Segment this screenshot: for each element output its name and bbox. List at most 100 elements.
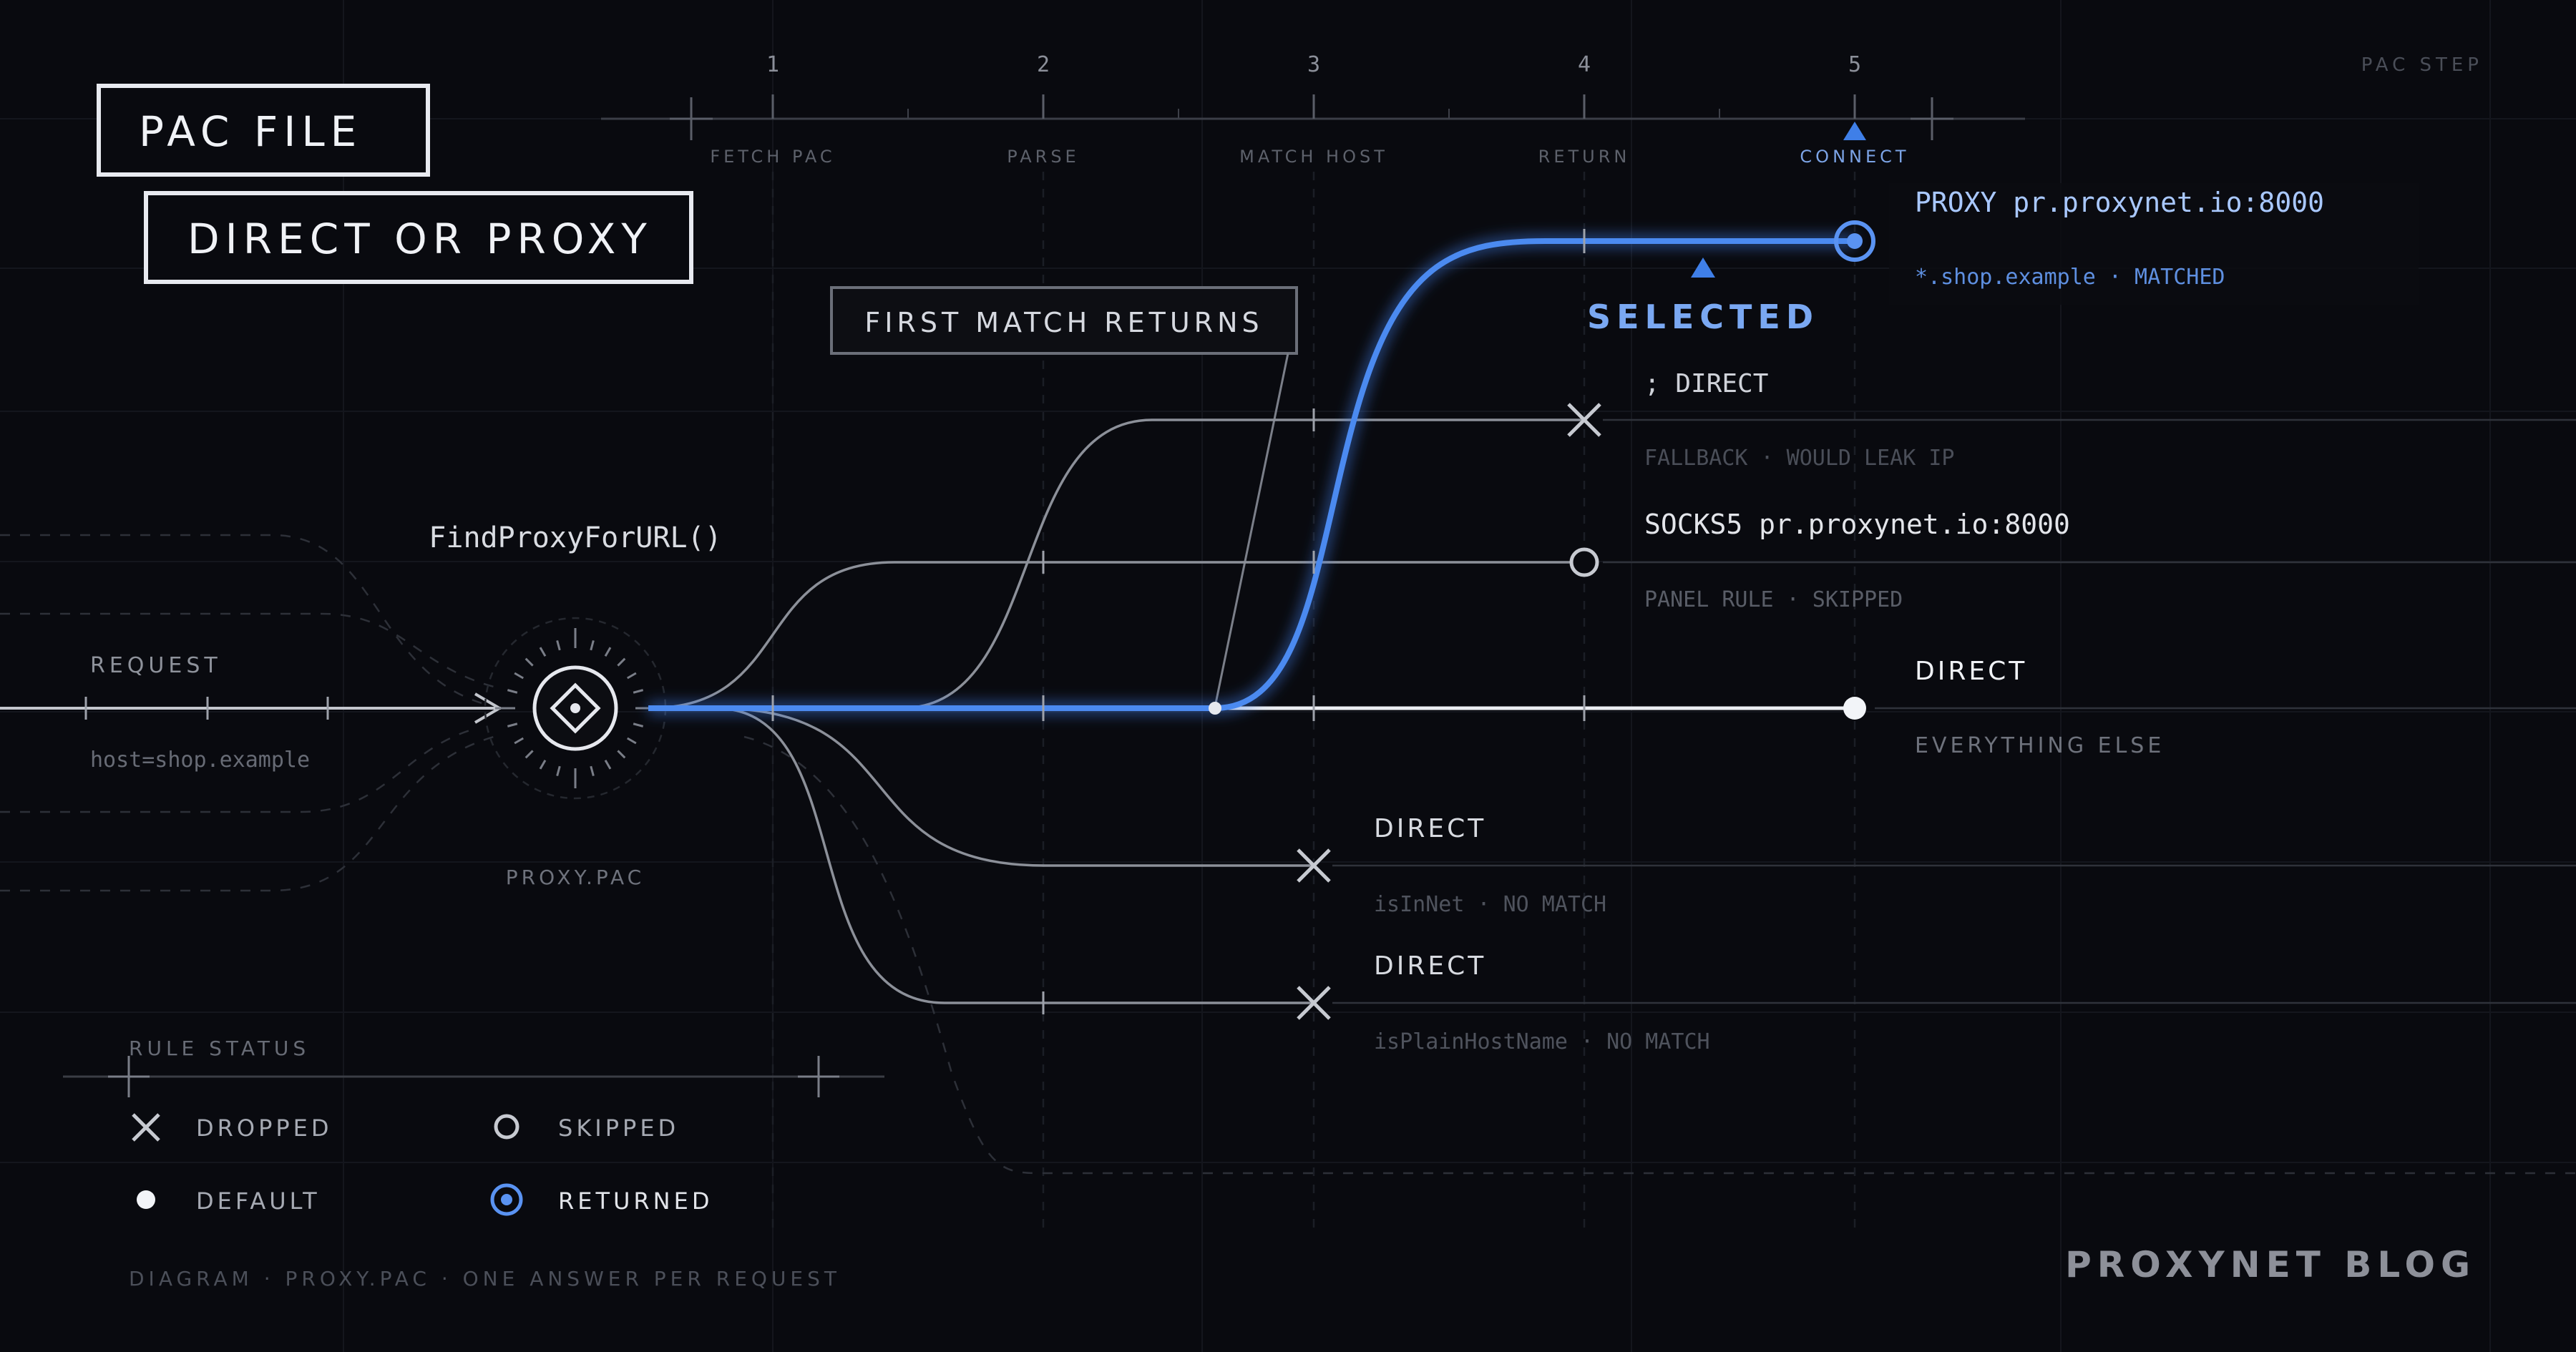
node-tick <box>539 647 547 657</box>
node-tick <box>525 750 534 759</box>
node-tick <box>525 657 534 667</box>
fallback-rule-sub: FALLBACK · WOULD LEAK IP <box>1644 446 1954 471</box>
endpoint-markers <box>1297 220 1875 1020</box>
proxy-rule-sub: *.shop.example · MATCHED <box>1915 265 2225 290</box>
proxy-label-panel <box>1889 183 2419 305</box>
fallback-rule-title: ; DIRECT <box>1644 369 1768 398</box>
step-number: 5 <box>1848 52 1861 77</box>
isinnet-rule-sub: isInNet · NO MATCH <box>1374 892 1606 917</box>
node-ticks <box>495 628 655 788</box>
plainhost-rule-sub: isPlainHostName · NO MATCH <box>1374 1029 1710 1054</box>
title-line-1: PAC FILE <box>139 107 362 156</box>
node-tick <box>556 765 561 777</box>
default-rule-sub: EVERYTHING ELSE <box>1915 733 2165 758</box>
legend-returned-icon <box>490 1183 523 1216</box>
proxy-returned-marker <box>1834 220 1875 262</box>
node-tick <box>539 759 547 770</box>
step-label-active: CONNECT <box>1800 147 1909 167</box>
dashed-contours <box>0 534 2576 1175</box>
selected-marker <box>1691 258 1715 278</box>
step-label: RETURN <box>1538 147 1631 167</box>
title-line-2: DIRECT OR PROXY <box>187 215 653 263</box>
step-number: 4 <box>1578 52 1591 77</box>
rule-branches <box>648 418 1584 1004</box>
node-tick <box>626 672 637 680</box>
node-tick <box>633 722 644 728</box>
socks-skipped-marker <box>1569 547 1599 577</box>
node-tick <box>590 765 595 777</box>
diamond-icon <box>550 682 601 734</box>
title-box-1 <box>97 84 430 177</box>
rule-labels: PROXY pr.proxynet.io:8000 *.shop.example… <box>1374 183 2419 1054</box>
request-host: host=shop.example <box>90 748 310 773</box>
node-tick <box>507 722 518 728</box>
legend-skipped-icon <box>494 1114 519 1140</box>
default-rule-title: DIRECT <box>1915 657 2027 686</box>
branch-plainhost <box>715 707 1314 1004</box>
title-block: PAC FILE DIRECT OR PROXY <box>97 84 693 284</box>
step-number: 1 <box>766 52 779 77</box>
axis-ticks <box>771 94 1856 119</box>
node-tick <box>633 689 644 694</box>
branch-socks <box>648 561 1584 710</box>
node-tick <box>626 737 637 745</box>
footer-caption: DIAGRAM · PROXY.PAC · ONE ANSWER PER REQ… <box>129 1267 841 1290</box>
node-tick <box>514 737 525 745</box>
node-tick <box>604 759 612 770</box>
pac-step-axis: 1 2 3 4 5 FETCH PAC PARSE MATCH HOST RET… <box>601 52 2483 167</box>
proxy-rule-title: PROXY pr.proxynet.io:8000 <box>1915 187 2324 218</box>
legend-plus-marks <box>108 1056 839 1097</box>
legend-dropped-label: DROPPED <box>196 1115 333 1142</box>
node-tick <box>604 647 612 657</box>
callout-box <box>830 286 1298 355</box>
node-center-dot <box>570 703 580 713</box>
isinnet-rule-title: DIRECT <box>1374 814 1486 843</box>
node-tick <box>556 640 561 651</box>
legend: RULE STATUS DROPPED SKIPPED DEFAULT RETU… <box>63 1037 884 1216</box>
node-tick <box>507 689 518 694</box>
axis-minor-ticks <box>907 109 1720 119</box>
step-label: PARSE <box>1007 147 1079 167</box>
selected-label: SELECTED <box>1587 298 1819 336</box>
node-tick <box>590 640 595 651</box>
callout-leader <box>1214 353 1289 707</box>
axis-plus-marks <box>670 97 1953 140</box>
legend-returned-label: RETURNED <box>558 1187 713 1215</box>
legend-default-icon <box>137 1190 155 1209</box>
request-label: REQUEST <box>90 653 222 678</box>
step-label: MATCH HOST <box>1239 147 1388 167</box>
function-label: FindProxyForURL() <box>429 521 721 554</box>
pac-file-node: FindProxyForURL() PROXY.PAC <box>429 521 721 889</box>
socks-rule-sub: PANEL RULE · SKIPPED <box>1644 587 1903 612</box>
axis-title: PAC STEP <box>2361 54 2483 76</box>
socks-rule-title: SOCKS5 pr.proxynet.io:8000 <box>1644 509 2070 540</box>
request-input: REQUEST host=shop.example <box>0 653 502 773</box>
node-tick <box>514 672 525 680</box>
selected-route <box>648 234 1855 715</box>
default-marker <box>1843 697 1866 720</box>
legend-dropped-icon <box>132 1113 160 1142</box>
callout-text: FIRST MATCH RETURNS <box>864 307 1263 338</box>
legend-title: RULE STATUS <box>129 1037 310 1060</box>
legend-default-label: DEFAULT <box>196 1187 321 1215</box>
node-tick <box>617 657 626 667</box>
label-rules <box>1332 418 2576 1004</box>
route-ticks <box>771 229 1586 1014</box>
step-label: FETCH PAC <box>710 147 835 167</box>
node-tick <box>617 750 626 759</box>
branch-fallback <box>901 418 1584 710</box>
request-ticks <box>84 697 329 720</box>
plainhost-dropped-marker <box>1297 986 1331 1020</box>
step-number: 2 <box>1037 52 1050 77</box>
pac-file-label: PROXY.PAC <box>506 866 645 889</box>
active-step-marker <box>1843 122 1866 140</box>
title-box-2 <box>144 191 693 284</box>
brand-wordmark: PROXYNET BLOG <box>2065 1244 2476 1285</box>
step-number: 3 <box>1307 52 1320 77</box>
isinnet-dropped-marker <box>1297 848 1331 883</box>
fallback-dropped-marker <box>1567 403 1601 437</box>
first-match-callout: FIRST MATCH RETURNS <box>830 286 1298 707</box>
branch-isinnet <box>715 707 1314 867</box>
axis-step-numbers: 1 2 3 4 5 <box>766 52 1861 77</box>
